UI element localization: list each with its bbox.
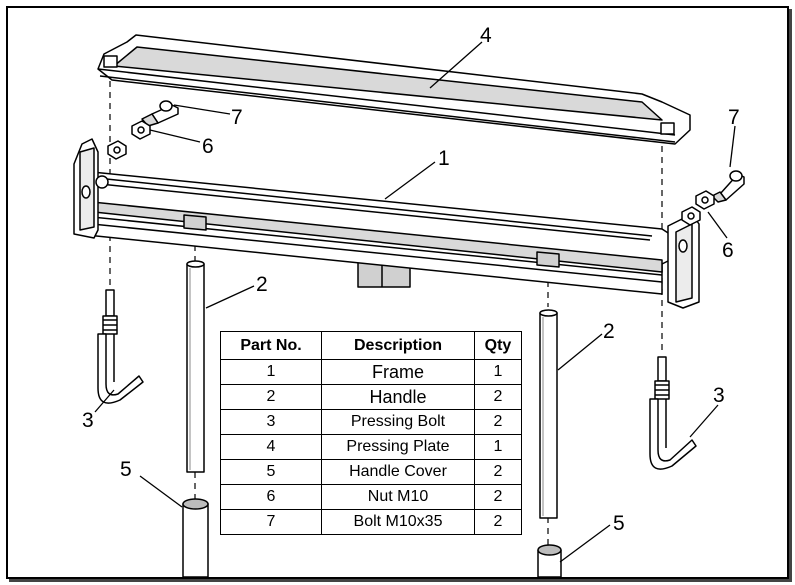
part-no-cell: 1 <box>220 359 322 385</box>
description-cell: Handle Cover <box>321 459 475 485</box>
table-row: 4 Pressing Plate 1 <box>220 434 522 460</box>
description-cell: Frame <box>321 359 475 385</box>
callout-7-left: 7 <box>231 106 243 129</box>
callout-6-right: 6 <box>722 239 734 262</box>
qty-cell: 2 <box>474 509 522 535</box>
leader-lines <box>94 41 736 563</box>
description-cell: Bolt M10x35 <box>321 509 475 535</box>
qty-cell: 2 <box>474 409 522 435</box>
table-row: 5 Handle Cover 2 <box>220 459 522 485</box>
callout-2-left: 2 <box>256 273 268 296</box>
handle-cover-right <box>537 544 562 577</box>
handle-right <box>539 309 558 519</box>
callout-3-right: 3 <box>713 384 725 407</box>
callout-4: 4 <box>480 24 492 47</box>
callout-7-right: 7 <box>728 106 740 129</box>
handle-socket-left <box>183 214 207 231</box>
qty-cell: 1 <box>474 359 522 385</box>
handle-socket-right <box>536 251 560 268</box>
table-row: 2 Handle 2 <box>220 384 522 410</box>
plate-nut-right <box>660 122 675 135</box>
frame-assembly <box>73 138 700 309</box>
qty-cell: 2 <box>474 459 522 485</box>
part-no-cell: 3 <box>220 409 322 435</box>
description-cell: Pressing Bolt <box>321 409 475 435</box>
bolt-right <box>711 170 745 203</box>
bolt-left <box>141 100 179 127</box>
header-description: Description <box>321 331 475 360</box>
header-part-no: Part No. <box>220 331 322 360</box>
plate-nut-left <box>103 55 118 68</box>
part-no-cell: 7 <box>220 509 322 535</box>
qty-cell: 2 <box>474 384 522 410</box>
part-no-cell: 2 <box>220 384 322 410</box>
callout-labels: 4 7 6 1 7 6 2 2 3 3 5 5 <box>82 24 740 535</box>
pressing-plate <box>97 34 691 145</box>
table-row: 6 Nut M10 2 <box>220 484 522 510</box>
nut-right <box>681 190 715 226</box>
frame-hole-right <box>678 239 688 253</box>
part-no-cell: 4 <box>220 434 322 460</box>
description-cell: Pressing Plate <box>321 434 475 460</box>
frame-hole-left <box>81 185 91 199</box>
callout-1: 1 <box>438 147 450 170</box>
callout-5-left: 5 <box>120 458 132 481</box>
diagram-frame: 4 7 6 1 7 6 2 2 3 3 5 5 Part No. Descrip… <box>6 6 789 579</box>
parts-list-table: Part No. Description Qty 1 Frame 1 2 Han… <box>220 331 522 535</box>
pressing-bolt-left <box>97 289 144 404</box>
exploded-assembly-drawing: 4 7 6 1 7 6 2 2 3 3 5 5 <box>73 24 745 577</box>
pressing-bolt-right <box>649 356 697 470</box>
callout-2-right: 2 <box>603 320 615 343</box>
table-header-row: Part No. Description Qty <box>220 331 522 360</box>
callout-5-right: 5 <box>613 512 625 535</box>
header-qty: Qty <box>474 331 522 360</box>
part-no-cell: 5 <box>220 459 322 485</box>
part-no-cell: 6 <box>220 484 322 510</box>
table-row: 1 Frame 1 <box>220 359 522 385</box>
callout-6-left: 6 <box>202 135 214 158</box>
callout-3-left: 3 <box>82 409 94 432</box>
table-row: 3 Pressing Bolt 2 <box>220 409 522 435</box>
description-cell: Handle <box>321 384 475 410</box>
nut-left <box>107 120 151 160</box>
description-cell: Nut M10 <box>321 484 475 510</box>
handle-left <box>186 260 205 473</box>
handle-cover-left <box>182 498 209 577</box>
table-row: 7 Bolt M10x35 2 <box>220 509 522 535</box>
qty-cell: 2 <box>474 484 522 510</box>
qty-cell: 1 <box>474 434 522 460</box>
